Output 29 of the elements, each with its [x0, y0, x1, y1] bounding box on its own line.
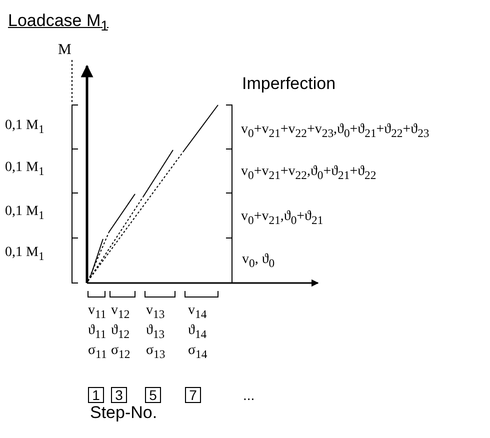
- step-number-caption: Step-No.: [90, 404, 158, 420]
- imperfection-label: v$_{0}$, ϑ$_{0}$: [242, 253, 275, 270]
- load-increment-label: 0,1 M$_{1}$: [5, 246, 44, 262]
- stress-label: σ$_{14}$: [188, 344, 208, 360]
- ellipsis: ...: [243, 388, 255, 402]
- displacement-label: v$_{12}$: [111, 304, 130, 320]
- load-increment-label: 0,1 M$_{1}$: [5, 119, 44, 136]
- displacement-label: v$_{13}$: [146, 304, 165, 320]
- stress-label: σ$_{13}$: [146, 344, 166, 360]
- displacement-label: v$_{11}$: [88, 304, 106, 320]
- diagram-title: Loadcase M$_{1}$: [8, 12, 108, 34]
- load-increment-label: 0,1 M$_{1}$: [5, 205, 44, 222]
- step-number-box: 5: [145, 387, 161, 403]
- axis-label: M: [58, 42, 72, 58]
- imperfection-label: v$_{0}$+v$_{21}$,ϑ$_{0}$+ϑ$_{21}$: [241, 210, 324, 226]
- rotation-label: ϑ$_{14}$: [188, 324, 207, 340]
- displacement-label: v$_{14}$: [188, 304, 207, 320]
- stress-label: σ$_{11}$: [88, 344, 107, 360]
- step-number-box: 1: [88, 387, 104, 403]
- imperfection-label: v$_{0}$+v$_{21}$+v$_{22}$+v$_{23}$,ϑ$_{0}$+ϑ$_{21}$+ϑ$_{22}$+ϑ$_{23}$: [241, 123, 430, 140]
- rotation-label: ϑ$_{13}$: [146, 324, 165, 340]
- step-number-box: 3: [111, 387, 127, 403]
- step-number-box: 7: [185, 387, 201, 403]
- rotation-label: ϑ$_{12}$: [111, 324, 130, 340]
- imperfection-heading: Imperfection: [242, 74, 336, 92]
- imperfection-label: v$_{0}$+v$_{21}$+v$_{22}$,ϑ$_{0}$+ϑ$_{21}$+ϑ$_{22}$: [241, 165, 376, 182]
- load-increment-label: 0,1 M$_{1}$: [5, 161, 44, 178]
- rotation-label: ϑ$_{11}$: [88, 324, 106, 340]
- stress-label: σ$_{12}$: [111, 344, 130, 360]
